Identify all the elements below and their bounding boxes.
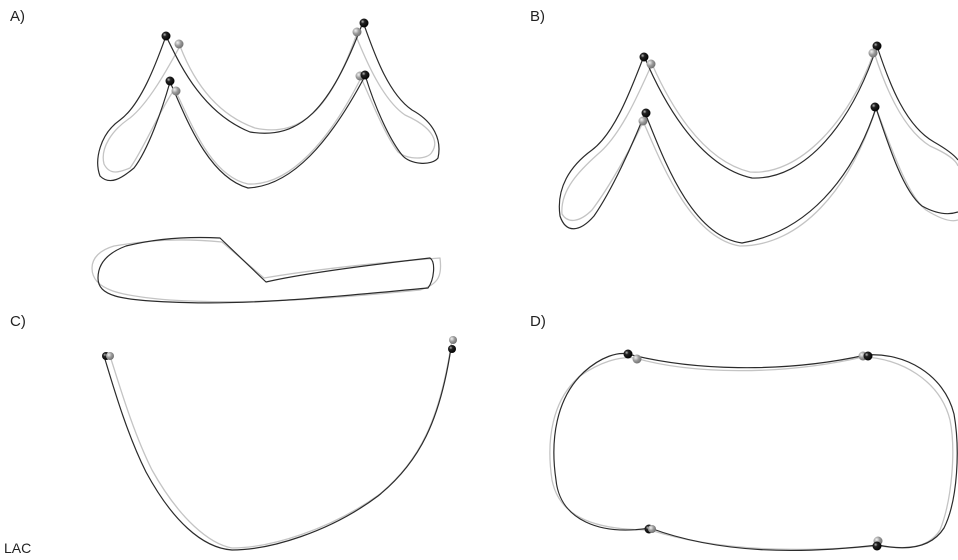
panel-b-landmark-marker-reference (869, 49, 878, 58)
panel-c-landmark-marker-reference (449, 336, 457, 344)
panel-d-contour-reference (550, 357, 953, 549)
panel-d-landmark-marker (624, 350, 633, 359)
panel-a-landmark-marker-reference (175, 40, 184, 49)
panel-a-section-reference (92, 240, 441, 302)
panel-c (102, 336, 457, 550)
panel-d-landmark-marker (864, 352, 873, 361)
panel-b (559, 42, 958, 247)
panel-b-landmark-marker (642, 109, 651, 118)
panel-b-landmark-marker (871, 103, 880, 112)
panel-a (92, 19, 441, 303)
panel-b-outer-contour-reference (562, 52, 958, 220)
panel-a-landmark-marker-reference (353, 28, 362, 37)
panel-a-outer-contour-reference (103, 36, 434, 172)
panel-c-contour (104, 348, 451, 550)
panel-b-landmark-marker-reference (639, 117, 648, 126)
panel-b-outer-contour (559, 46, 958, 229)
panel-a-landmark-marker (162, 32, 171, 41)
panel-d (550, 350, 957, 551)
panel-a-outer-contour (98, 22, 439, 181)
panel-b-landmark-marker (640, 53, 649, 62)
panel-d-contour (554, 354, 957, 551)
panel-c-landmark-marker-reference (106, 352, 114, 360)
panel-c-contour-reference (110, 340, 452, 548)
panel-a-landmark-marker (166, 77, 175, 86)
panel-d-landmark-marker-reference (648, 525, 656, 533)
panel-a-landmark-marker (361, 71, 370, 80)
panel-d-landmark-marker-reference (633, 355, 642, 364)
panel-d-landmark-marker (873, 542, 882, 551)
panel-c-landmark-marker (448, 345, 456, 353)
panel-a-landmark-marker-reference (172, 87, 181, 96)
panel-b-landmark-marker-reference (647, 60, 656, 69)
panel-a-landmark-marker (360, 19, 369, 28)
